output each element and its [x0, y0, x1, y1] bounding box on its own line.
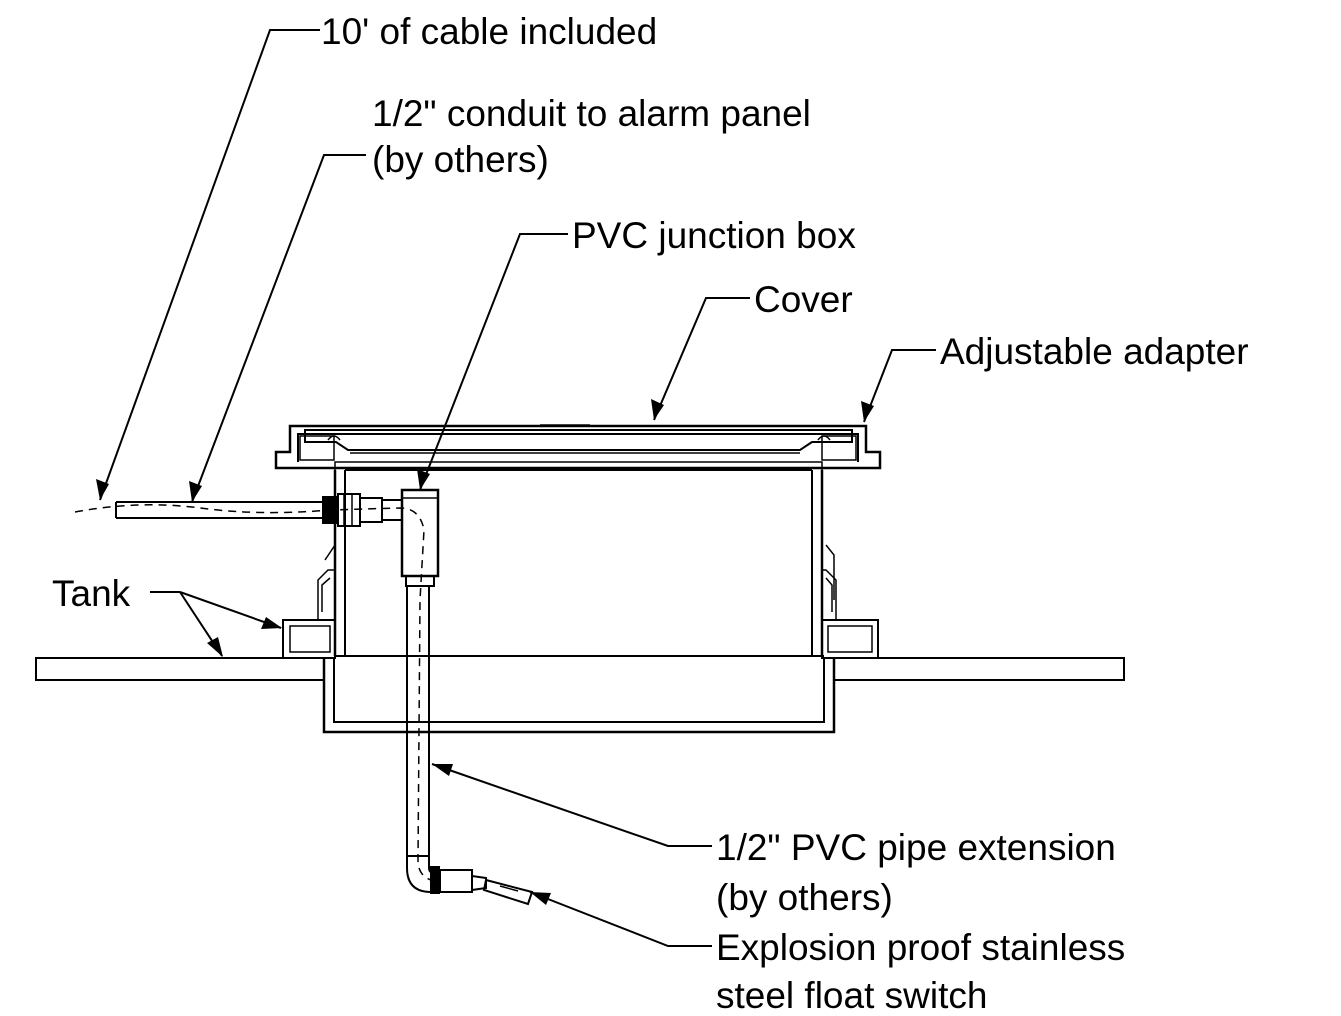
label-tank: Tank	[52, 573, 131, 614]
pvc-junction-box	[400, 488, 440, 587]
leader-cover	[651, 297, 750, 421]
label-conduit-line2: (by others)	[372, 139, 549, 180]
leader-cable	[96, 29, 320, 501]
label-cover: Cover	[754, 279, 853, 320]
conduit-fitting	[322, 493, 403, 527]
leader-tank	[150, 591, 282, 657]
pvc-pipe-extension	[406, 585, 440, 894]
label-cable: 10' of cable included	[321, 11, 657, 52]
label-pipe-line1: 1/2" PVC pipe extension	[716, 827, 1116, 868]
cover	[304, 424, 853, 454]
leader-pvc-pipe	[431, 763, 712, 847]
label-pipe-line2: (by others)	[716, 877, 893, 918]
cable	[74, 504, 441, 883]
conduit	[115, 501, 322, 519]
leader-junction-box	[417, 233, 568, 491]
riser-collar	[322, 655, 836, 734]
adjustable-adapter	[274, 424, 882, 470]
leader-adapter	[861, 349, 936, 423]
label-conduit-line1: 1/2" conduit to alarm panel	[372, 93, 811, 134]
leader-float-switch	[529, 891, 712, 947]
float-switch	[439, 869, 534, 906]
leader-conduit	[189, 154, 366, 503]
tank-seal-left	[282, 540, 336, 659]
label-junction-box: PVC junction box	[572, 215, 856, 256]
tank-seal-right	[821, 544, 879, 659]
tank-wall	[35, 657, 1125, 681]
label-float-line1: Explosion proof stainless	[716, 927, 1125, 968]
label-float-line2: steel float switch	[716, 975, 987, 1016]
label-adapter: Adjustable adapter	[940, 331, 1249, 372]
